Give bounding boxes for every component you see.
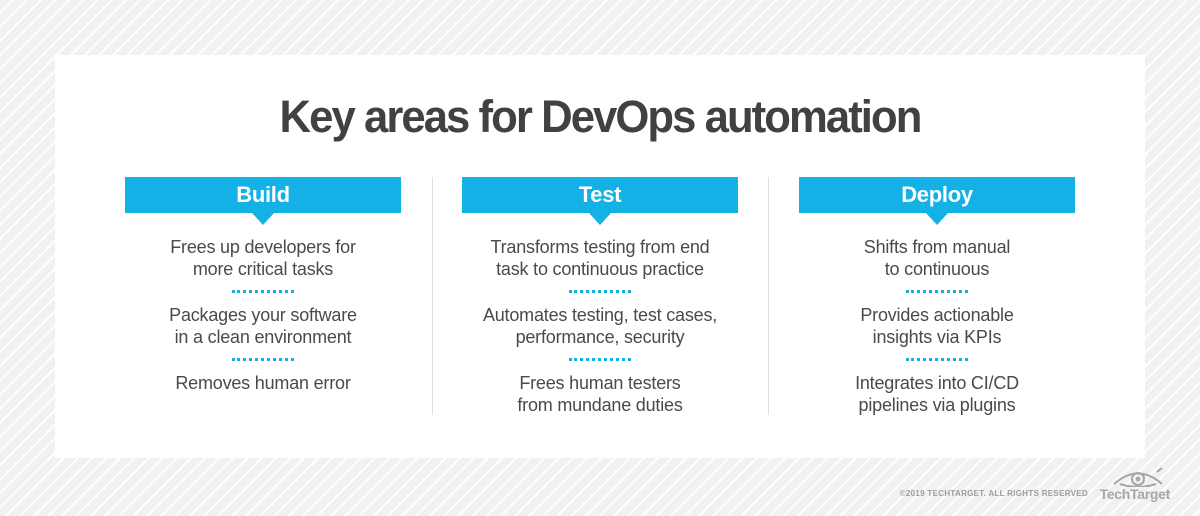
dotted-separator [906,358,968,361]
list-item: Frees up developers for more critical ta… [170,237,356,279]
copyright-text: ©2019 TECHTARGET. ALL RIGHTS RESERVED [899,489,1088,498]
column-divider [768,177,769,415]
arrow-down-notch [926,213,948,225]
column-header-build: Build [125,177,401,213]
list-item: Automates testing, test cases, performan… [482,305,718,347]
arrow-down-notch [589,213,611,225]
columns-container: Build Frees up developers for more criti… [125,177,1075,416]
dotted-separator [232,358,294,361]
techtarget-logo: TechTarget [1093,467,1170,502]
list-item: Transforms testing from end task to cont… [490,237,710,279]
column-header-deploy: Deploy [799,177,1075,213]
list-item: Packages your software in a clean enviro… [169,305,357,347]
column-divider [432,177,433,415]
column-test: Test Transforms testing from end task to… [462,177,738,416]
list-item: Shifts from manual to continuous [863,237,1011,279]
list-item: Frees human testers from mundane duties [517,373,683,415]
column-header-test: Test [462,177,738,213]
list-item: Removes human error [175,373,351,393]
dotted-separator [569,358,631,361]
arrow-down-notch [252,213,274,225]
dotted-separator [569,290,631,293]
list-item: Integrates into CI/CD pipelines via plug… [855,373,1019,415]
logo-wordmark: TechTarget [1099,486,1171,502]
infographic-card: Key areas for DevOps automation Build Fr… [55,55,1145,458]
list-item: Provides actionable insights via KPIs [860,305,1014,347]
page-title: Key areas for DevOps automation [279,91,923,142]
column-deploy: Deploy Shifts from manual to continuous … [799,177,1075,416]
eye-bullseye-icon [1113,467,1163,487]
dotted-separator [906,290,968,293]
column-build: Build Frees up developers for more criti… [125,177,401,416]
dotted-separator [232,290,294,293]
